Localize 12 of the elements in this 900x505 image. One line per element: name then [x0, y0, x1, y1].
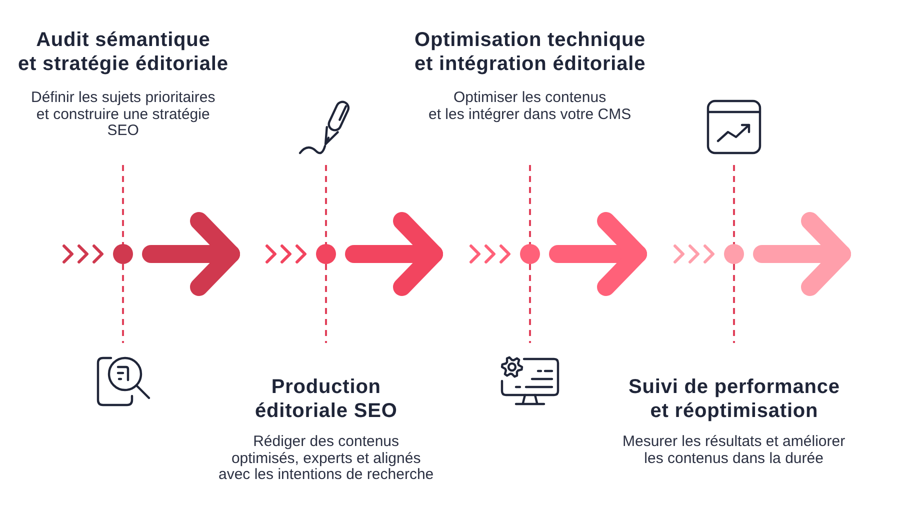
timeline-dot: [316, 244, 336, 264]
step-title: Production éditoriale SEO: [255, 375, 398, 423]
timeline-dot: [520, 244, 540, 264]
step-title: Optimisation technique et intégration éditoriale: [414, 28, 646, 76]
step-description: Définir les sujets prioritaires et construire une stratégie SEO: [31, 90, 216, 140]
timeline-dot: [113, 244, 133, 264]
step-description: Mesurer les résultats et améliorer les contenus dans la durée: [622, 434, 846, 467]
step-description: Rédiger des contenus optimisés, experts et alignés avec les intentions de recherche: [218, 434, 434, 484]
step-description: Optimiser les contenus et les intégrer dans votre CMS: [428, 90, 632, 123]
timeline-dot: [724, 244, 744, 264]
step-title: Suivi de performance et réoptimisation: [628, 375, 840, 423]
step-title: Audit sémantique et stratégie éditoriale: [18, 28, 228, 76]
